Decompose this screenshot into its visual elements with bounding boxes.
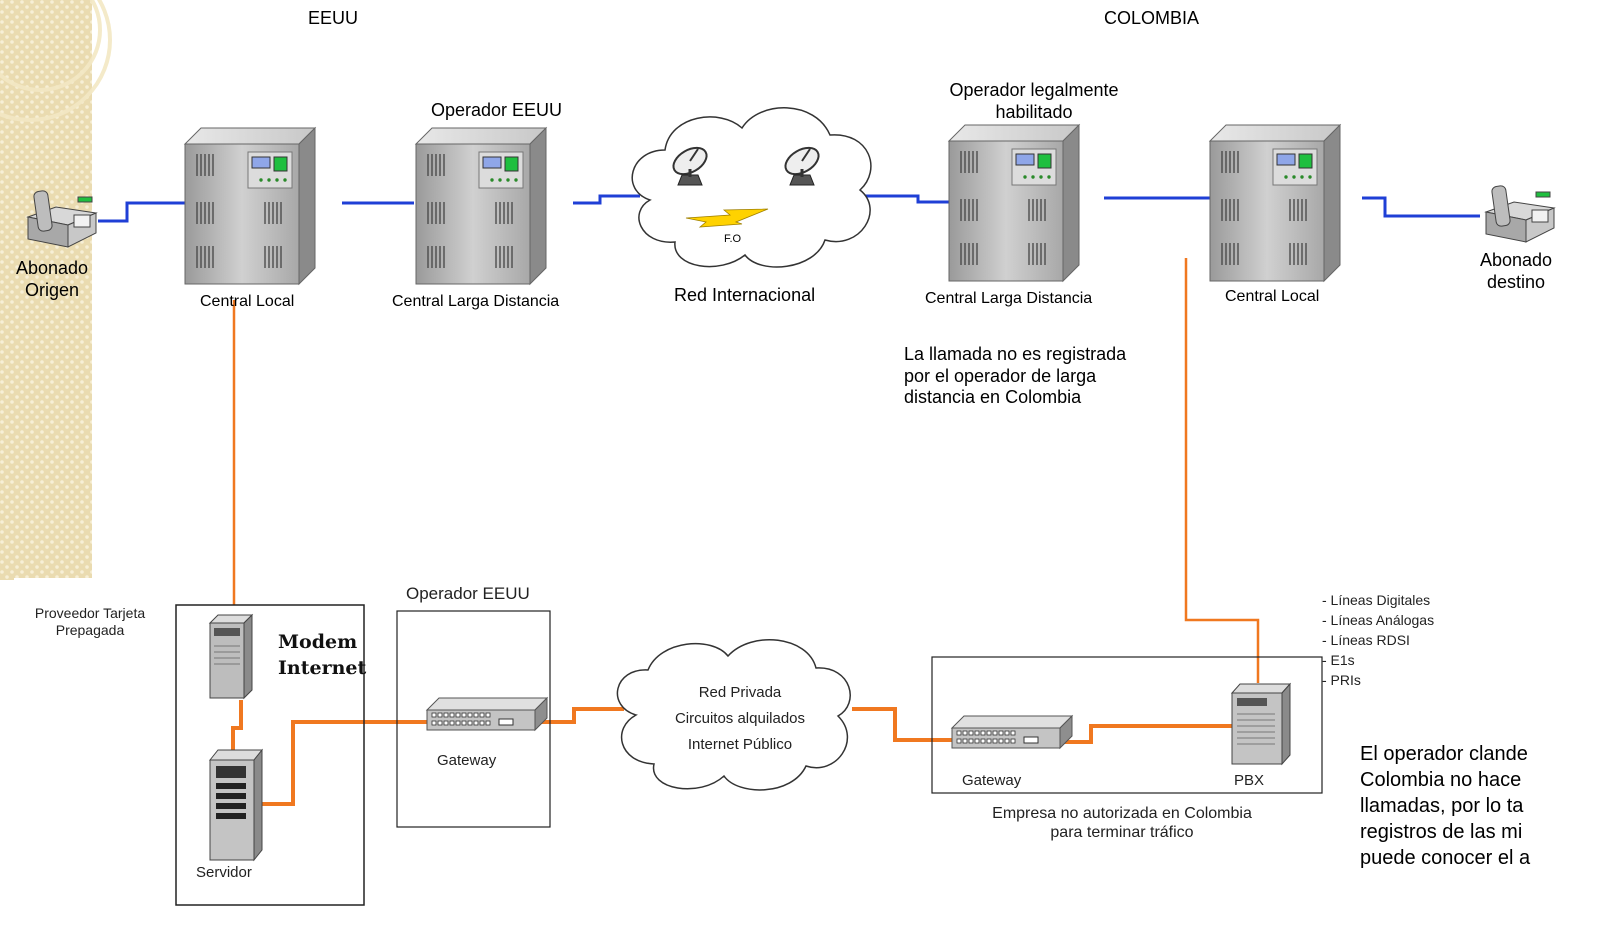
- lineas-list: - Líneas Digitales - Líneas Análogas - L…: [1322, 590, 1434, 690]
- operador-legal-line1: Operador legalmente: [949, 80, 1119, 100]
- blue-call-path: [98, 194, 1480, 223]
- red-privada-line1: Red Privada: [698, 684, 782, 701]
- proveedor-box: [175, 604, 365, 906]
- international-network-cloud-icon: [631, 107, 872, 268]
- operador-legal-label: Operador legalmente habilitado: [924, 80, 1144, 123]
- gateway-eeuu-icon: [426, 697, 548, 731]
- fo-label: F.O: [724, 233, 742, 245]
- central-larga-distancia-colombia-icon: [948, 124, 1080, 282]
- central-larga-eeuu-label: Central Larga Distancia: [392, 293, 560, 310]
- abonado-destino-label: Abonado destino: [1458, 250, 1574, 293]
- red-privada-line2: Circuitos alquilados: [674, 710, 806, 727]
- red-privada-label: Red Privada Circuitos alquilados Interne…: [660, 680, 820, 758]
- corner-swirl-decoration: [0, 0, 112, 122]
- modem-line2: Internet: [278, 656, 367, 679]
- background-left-strip: [0, 0, 92, 580]
- orange-bypass-path-bottom: [231, 700, 1234, 806]
- central-local-eeuu-label: Central Local: [200, 293, 295, 310]
- pbx-icon: [1230, 682, 1292, 766]
- pbx-label: PBX: [1234, 772, 1265, 789]
- abonado-destino-line1: Abonado: [1479, 250, 1553, 270]
- proveedor-line1: Proveedor Tarjeta: [34, 605, 146, 621]
- lineas-item: - Líneas Análogas: [1322, 612, 1435, 628]
- central-larga-distancia-eeuu-icon: [415, 127, 547, 285]
- modem-internet-label: Modem Internet: [278, 630, 366, 681]
- red-internacional-label: Red Internacional: [674, 285, 816, 305]
- operador-eeuu-box: [396, 610, 551, 828]
- modem-line1: Modem: [278, 631, 358, 653]
- red-privada-line3: Internet Público: [687, 736, 793, 753]
- orange-bypass-path: [232, 258, 1260, 683]
- lineas-item: - Líneas RDSI: [1322, 632, 1410, 648]
- central-local-eeuu-icon: [184, 127, 316, 285]
- lightning-icon: [685, 208, 769, 228]
- gateway-colombia-icon: [951, 715, 1073, 749]
- lineas-item: - Líneas Digitales: [1322, 592, 1431, 608]
- abonado-origen-label: Abonado Origen: [4, 258, 100, 301]
- servidor-label: Servidor: [196, 864, 252, 881]
- operador-legal-line2: habilitado: [995, 101, 1073, 122]
- central-local-colombia-label: Central Local: [1225, 288, 1320, 305]
- gateway-colombia-label: Gateway: [962, 772, 1022, 789]
- destination-phone-icon: [1485, 184, 1555, 243]
- note-registro-line1: La llamada no es registrada: [904, 344, 1127, 364]
- modem-icon: [208, 613, 254, 700]
- empresa-line2: para terminar tráfico: [1050, 824, 1194, 842]
- note-registro-line2: por el operador de larga: [904, 365, 1097, 386]
- operador-eeuu-bottom-label: Operador EEUU: [406, 584, 530, 603]
- empresa-box: [931, 656, 1323, 794]
- lineas-item: - PRIs: [1322, 672, 1361, 688]
- abonado-destino-line2: destino: [1486, 271, 1546, 292]
- abonado-origen-line1: Abonado: [15, 258, 89, 278]
- note-registro: La llamada no es registrada por el opera…: [904, 344, 1126, 409]
- lineas-item: - E1s: [1322, 652, 1355, 668]
- proveedor-label: Proveedor Tarjeta Prepagada: [14, 605, 166, 639]
- proveedor-line2: Prepagada: [55, 621, 125, 638]
- region-label-colombia: COLOMBIA: [1104, 8, 1200, 28]
- note-clandestino-line5: puede conocer el a: [1360, 847, 1531, 869]
- note-clandestino: El operador clande Colombia no hace llam…: [1360, 741, 1622, 871]
- note-clandestino-line4: registros de las mi: [1360, 821, 1523, 843]
- central-local-colombia-icon: [1209, 124, 1341, 282]
- private-network-cloud-icon: [616, 638, 851, 791]
- central-larga-colombia-label: Central Larga Distancia: [925, 290, 1093, 307]
- note-clandestino-line3: llamadas, por lo ta: [1360, 795, 1524, 817]
- note-clandestino-line2: Colombia no hace: [1360, 769, 1522, 791]
- operador-eeuu-top-label: Operador EEUU: [431, 100, 563, 120]
- note-clandestino-line1: El operador clande: [1360, 743, 1528, 765]
- abonado-origen-line2: Origen: [24, 279, 80, 300]
- region-label-eeuu: EEUU: [308, 8, 359, 28]
- gateway-eeuu-label: Gateway: [437, 752, 497, 769]
- empresa-label: Empresa no autorizada en Colombia para t…: [942, 804, 1302, 842]
- note-registro-line3: distancia en Colombia: [904, 387, 1082, 408]
- empresa-line1: Empresa no autorizada en Colombia: [992, 805, 1252, 822]
- server-icon: [208, 748, 264, 862]
